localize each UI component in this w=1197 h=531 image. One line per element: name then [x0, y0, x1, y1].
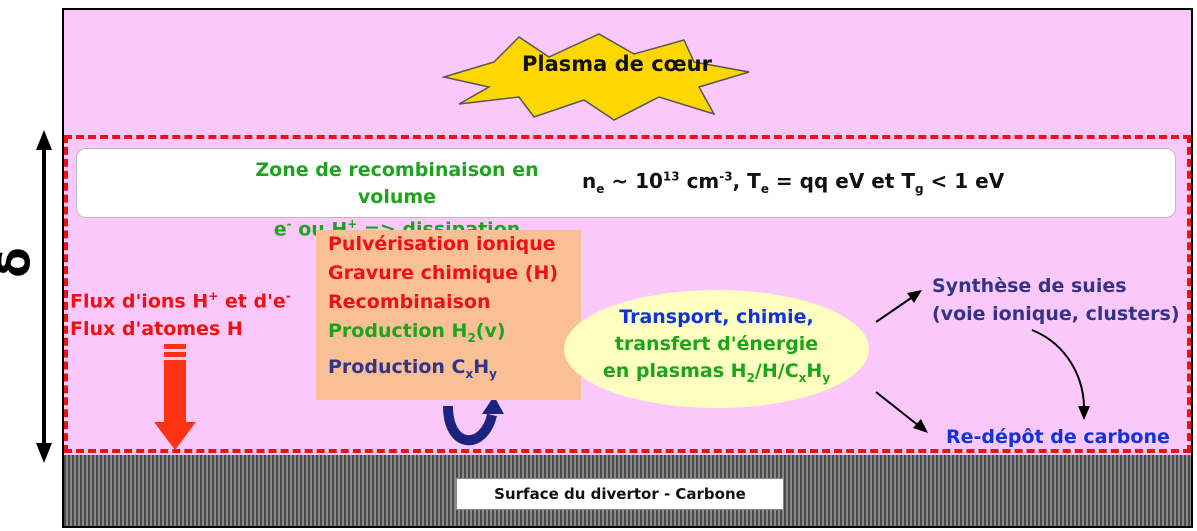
flux-atoms-line: Flux d'atomes H	[70, 318, 243, 341]
diagram-frame: Plasma de cœur Zone de recombinaison en …	[62, 8, 1193, 528]
flux-text: Flux d'ions H+ et d'e- Flux d'atomes H	[70, 282, 291, 343]
transport-line3: en plasmas H2/H/CxHy	[602, 360, 831, 385]
to-redepot-arrow-icon	[875, 391, 928, 433]
core-plasma-label: Plasma de cœur	[522, 52, 712, 76]
synthese-line2: (voie ionique, clusters)	[932, 303, 1180, 325]
process-gravure: Gravure chimique (H)	[328, 262, 559, 284]
synthese-to-redepot-arrow-icon	[1031, 329, 1090, 420]
core-plasma-star-icon	[441, 33, 750, 121]
process-recombinaison: Recombinaison	[328, 291, 491, 313]
surface-processes-box: Pulvérisation ionique Gravure chimique (…	[316, 230, 581, 400]
recombination-line1: Zone de recombinaison en volume	[255, 159, 539, 208]
process-pulverisation: Pulvérisation ionique	[328, 233, 556, 255]
axis-arrow-up-icon	[36, 130, 52, 150]
synthese-text: Synthèse de suies (voie ionique, cluster…	[932, 272, 1180, 328]
process-production-h2: Production H2(v)	[328, 320, 506, 345]
flux-down-arrow-icon	[154, 344, 196, 450]
plasma-parameters: ne ~ 1013 cm-3, Te = qq eV et Tg < 1 eV	[582, 169, 1005, 196]
process-production-cxhy: Production CxHy	[328, 355, 497, 381]
surface-exchange-arrow-icon	[443, 396, 504, 446]
axis-arrow-down-icon	[36, 443, 52, 463]
arrows-layer	[154, 290, 1090, 450]
transport-ellipse: Transport, chimie, transfert d'énergie e…	[564, 290, 869, 408]
delta-label: δ	[0, 247, 41, 277]
flux-ions-line: Flux d'ions H+ et d'e-	[70, 289, 291, 313]
redepot-text: Re-dépôt de carbone	[946, 426, 1170, 448]
divertor-surface-label: Surface du divertor - Carbone	[456, 478, 784, 510]
transport-line1: Transport, chimie,	[619, 306, 814, 328]
transport-line2: transfert d'énergie	[614, 333, 819, 355]
synthese-line1: Synthèse de suies	[932, 275, 1127, 297]
to-synthese-arrow-icon	[875, 290, 922, 323]
plasma-zone-border	[64, 135, 1191, 453]
delta-axis	[36, 130, 52, 463]
